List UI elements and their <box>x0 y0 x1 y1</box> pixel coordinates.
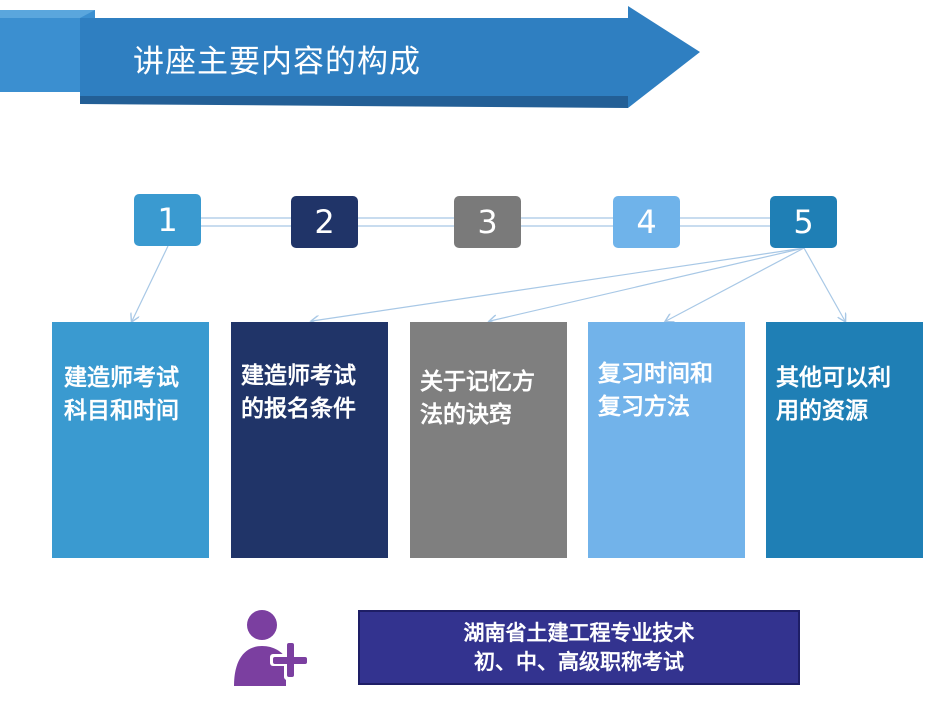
page-title: 讲座主要内容的构成 <box>133 44 421 80</box>
exam-info-line-2: 初、中、高级职称考试 <box>474 650 684 674</box>
step-number-5: 5 <box>770 196 837 248</box>
step-number-1: 1 <box>134 194 201 246</box>
user-plus-icon <box>234 610 310 686</box>
card-step-4: 复习时间和复习方法 <box>588 322 745 558</box>
exam-info-line-1: 湖南省土建工程专业技术 <box>463 621 695 645</box>
card-step-1: 建造师考试科目和时间 <box>52 322 209 558</box>
step-number-2: 2 <box>291 196 358 248</box>
step-number-4: 4 <box>613 196 680 248</box>
title-banner <box>0 6 700 108</box>
card-step-2: 建造师考试的报名条件 <box>231 322 388 558</box>
exam-info-box: 湖南省土建工程专业技术 初、中、高级职称考试 <box>358 610 800 685</box>
card-step-5: 其他可以利用的资源 <box>766 322 923 558</box>
card-step-3: 关于记忆方法的诀窍 <box>410 322 567 558</box>
step-number-3: 3 <box>454 196 521 248</box>
